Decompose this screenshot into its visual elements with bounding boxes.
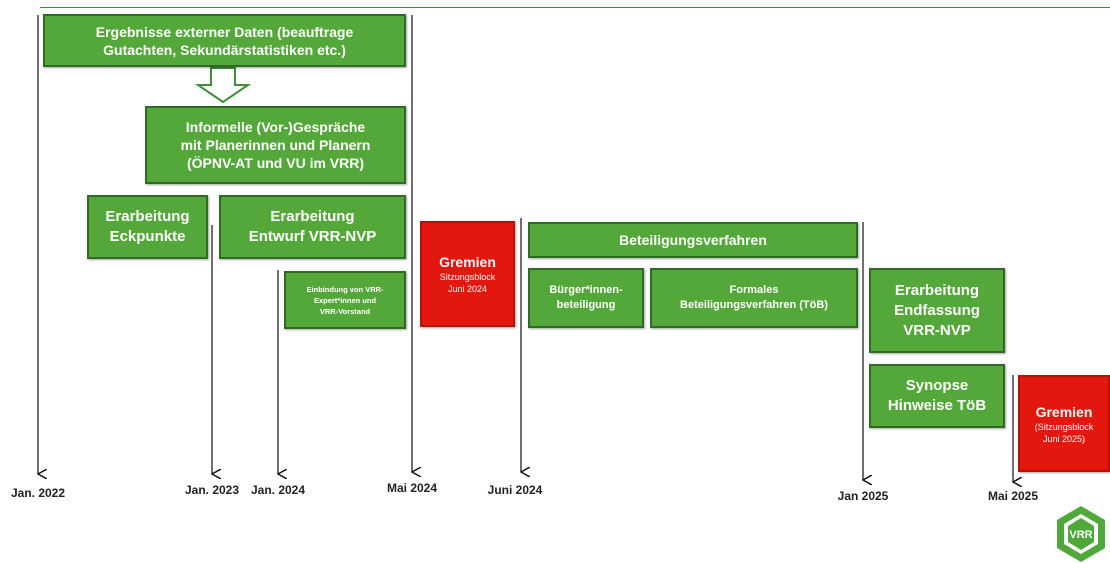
formales-line-2: Beteiligungsverfahren (TöB) <box>680 299 828 311</box>
synopse-line-2: Hinweise TöB <box>887 397 987 414</box>
beteiligungsverfahren-box: Beteiligungsverfahren <box>528 222 858 258</box>
vrr-logo: VRR <box>1057 506 1105 562</box>
einbindung-line-1: Einbindung von VRR- <box>306 284 384 294</box>
eckpunkte-line-1: Erarbeitung <box>105 208 190 225</box>
endfassung-line-2: Endfassung <box>894 301 980 319</box>
gremien-2025-title: Gremien <box>1035 403 1093 420</box>
formales-box: Formales Beteiligungsverfahren (TöB) <box>650 268 858 328</box>
endfassung-line-3: VRR-NVP <box>903 321 971 339</box>
einbindung-line-2: Expert*innen und <box>313 295 377 305</box>
gremien-2025-box: Gremien (Sitzungsblock Juni 2025) <box>1018 375 1110 472</box>
date-mai-2024: Mai 2024 <box>386 481 438 495</box>
top-rule <box>40 7 1110 8</box>
gremien-2025-line-1: (Sitzungsblock <box>1034 421 1094 432</box>
eckpunkte-line-2: Eckpunkte <box>109 228 186 245</box>
informal-talks-line-1: Informelle (Vor-)Gespräche <box>185 119 366 135</box>
gremien-2025-line-2: Juni 2025) <box>1042 433 1086 444</box>
gremien-2024-line-1: Sitzungsblock <box>439 272 496 282</box>
entwurf-box: Erarbeitung Entwurf VRR-NVP <box>219 195 406 259</box>
informal-talks-line-3: (ÖPNV-AT und VU im VRR) <box>186 155 365 171</box>
external-data-line-1: Ergebnisse externer Daten (beauftrage <box>95 23 354 40</box>
hollow-down-arrow <box>194 67 252 104</box>
external-data-line-2: Gutachten, Sekundärstatistiken etc.) <box>103 41 346 58</box>
date-juni-2024: Juni 2024 <box>487 483 543 497</box>
date-jan-2025: Jan 2025 <box>837 489 889 503</box>
informal-talks-line-2: mit Planerinnen und Planern <box>180 137 371 153</box>
vrr-logo-text: VRR <box>1069 529 1092 541</box>
date-jan-2023: Jan. 2023 <box>184 483 240 497</box>
einbindung-line-3: VRR-Vorstand <box>319 306 371 316</box>
entwurf-line-2: Entwurf VRR-NVP <box>248 228 377 245</box>
date-jan-2022: Jan. 2022 <box>10 486 66 500</box>
external-data-box: Ergebnisse externer Daten (beauftrage Gu… <box>43 14 406 67</box>
buerger-line-1: Bürger*innen- <box>549 284 623 296</box>
synopse-box: Synopse Hinweise TöB <box>869 364 1005 428</box>
einbindung-box: Einbindung von VRR- Expert*innen und VRR… <box>284 271 406 329</box>
buerger-line-2: beteiligung <box>556 299 616 311</box>
date-jan-2024: Jan. 2024 <box>250 483 306 497</box>
date-mai-2025: Mai 2025 <box>987 489 1039 503</box>
gremien-2024-line-2: Juni 2024 <box>447 284 488 294</box>
entwurf-line-1: Erarbeitung <box>270 208 355 225</box>
endfassung-line-1: Erarbeitung <box>894 281 980 299</box>
informal-talks-box: Informelle (Vor-)Gespräche mit Planerinn… <box>145 106 406 184</box>
buerger-box: Bürger*innen- beteiligung <box>528 268 644 328</box>
gremien-2024-box: Gremien Sitzungsblock Juni 2024 <box>420 221 515 327</box>
eckpunkte-box: Erarbeitung Eckpunkte <box>87 195 208 259</box>
gremien-2024-title: Gremien <box>439 254 496 270</box>
formales-line-1: Formales <box>729 284 779 296</box>
endfassung-box: Erarbeitung Endfassung VRR-NVP <box>869 268 1005 353</box>
vrr-logo-core-hexagon <box>1068 518 1094 550</box>
synopse-line-1: Synopse <box>905 377 969 394</box>
beteiligungsverfahren-label: Beteiligungsverfahren <box>619 232 767 248</box>
